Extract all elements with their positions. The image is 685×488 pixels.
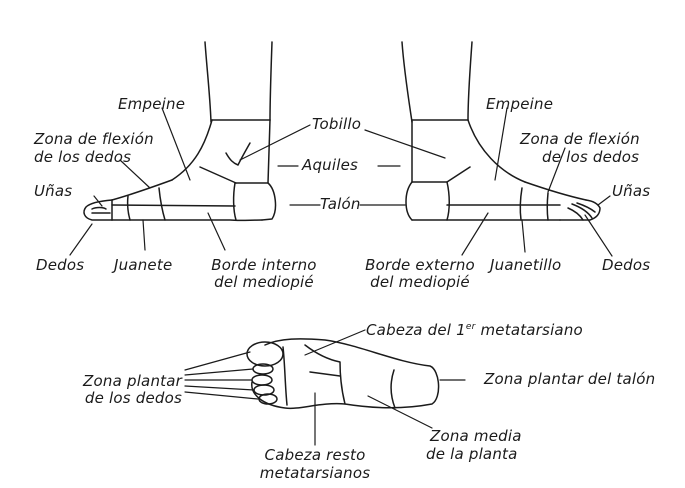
label-zona-flexion-left-line1: Zona de flexión: [34, 131, 154, 148]
label-unas-right: Uñas: [612, 183, 650, 200]
label-zona-plantar-talon: Zona plantar del talón: [484, 371, 655, 388]
label-zona-media-line1: Zona media: [430, 428, 522, 445]
label-zona-flexion-right-line1: Zona de flexión: [520, 131, 640, 148]
label-cabeza-resto-line2: metatarsianos: [250, 465, 380, 482]
label-cabeza-resto-line1: Cabeza resto: [250, 447, 380, 464]
label-borde-externo-line1: Borde externo: [355, 257, 485, 274]
sole-of-foot: [247, 339, 439, 408]
label-empeine-right: Empeine: [486, 96, 553, 113]
label-cabeza-primer-post: metatarsiano: [476, 321, 583, 339]
label-zona-flexion-left-line2: de los dedos: [34, 149, 131, 166]
label-cabeza-primer-pre: Cabeza del 1: [366, 321, 466, 339]
label-empeine-left: Empeine: [118, 96, 185, 113]
label-aquiles: Aquiles: [302, 157, 358, 174]
label-juanete: Juanete: [114, 257, 172, 274]
label-zona-flexion-right-line2: de los dedos: [542, 149, 639, 166]
label-zona-plantar-dedos-line2: de los dedos: [60, 390, 182, 407]
label-unas-left: Uñas: [34, 183, 72, 200]
label-borde-interno-line2: del mediopié: [204, 274, 324, 291]
label-juanetillo: Juanetillo: [490, 257, 561, 274]
label-tobillo: Tobillo: [312, 116, 361, 133]
label-cabeza-primer-metatarsiano: Cabeza del 1er metatarsiano: [366, 322, 583, 339]
label-borde-externo-line2: del mediopié: [355, 274, 485, 291]
label-zona-plantar-dedos-line1: Zona plantar: [60, 373, 182, 390]
label-dedos-left: Dedos: [36, 257, 84, 274]
label-borde-interno-line1: Borde interno: [204, 257, 324, 274]
label-zona-media-line2: de la planta: [426, 446, 518, 463]
label-cabeza-primer-sup: er: [466, 322, 476, 332]
label-dedos-right: Dedos: [602, 257, 650, 274]
label-talon: Talón: [320, 196, 361, 213]
